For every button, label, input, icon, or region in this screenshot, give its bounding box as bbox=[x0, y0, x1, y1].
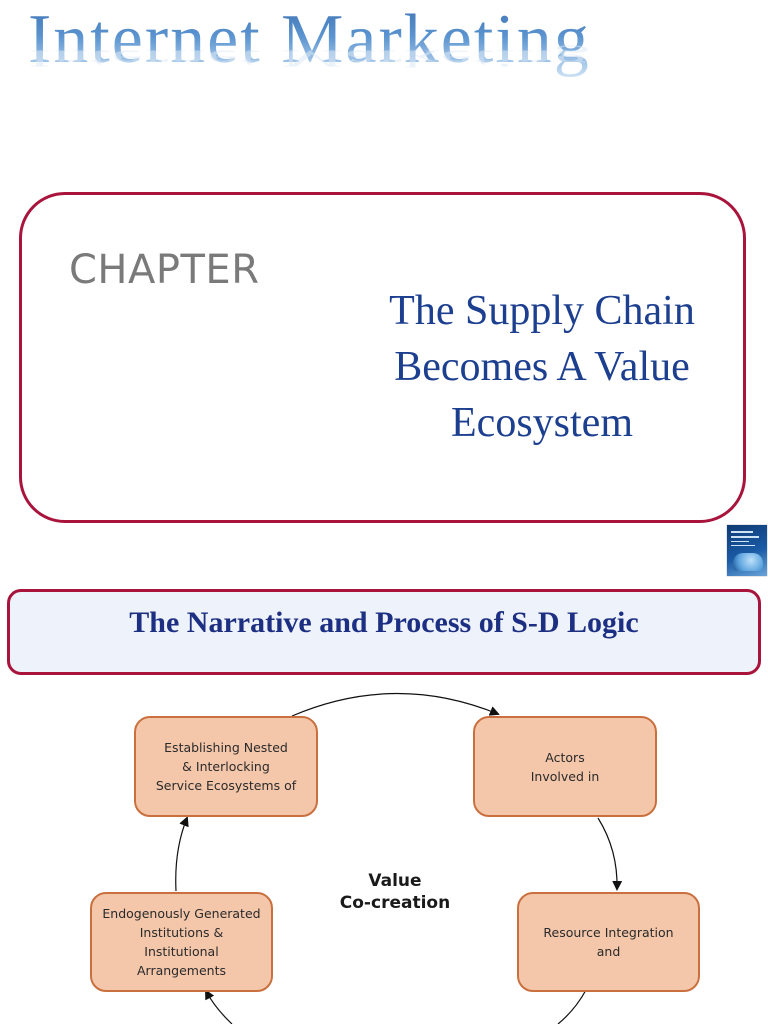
center-label-value-cocreation: Value Co-creation bbox=[339, 871, 451, 913]
arrow-bottom-right bbox=[557, 989, 587, 1024]
page-title-reflection: Internet Marketing bbox=[28, 44, 591, 72]
chapter-box: CHAPTER The Supply Chain Becomes A Value… bbox=[19, 192, 746, 523]
node-nested-ecosystems: Establishing Nested & Interlocking Servi… bbox=[134, 716, 318, 817]
page-title: Internet Marketing bbox=[28, 1, 591, 78]
section-header: The Narrative and Process of S-D Logic bbox=[7, 589, 761, 675]
arrow-left bbox=[175, 816, 189, 892]
arrow-right bbox=[597, 817, 623, 891]
chapter-title: The Supply Chain Becomes A Value Ecosyst… bbox=[389, 288, 695, 446]
book-cover-thumbnail bbox=[727, 525, 767, 576]
chapter-label: CHAPTER bbox=[69, 247, 260, 293]
node-resource-integration: Resource Integration and bbox=[517, 892, 700, 992]
node-actors: Actors Involved in bbox=[473, 716, 657, 817]
header: Internet Marketing Internet Marketing bbox=[0, 0, 768, 120]
node-institutions: Endogenously Generated Institutions & In… bbox=[90, 892, 273, 992]
arrow-top bbox=[291, 692, 500, 717]
arrow-bottom-left bbox=[205, 989, 233, 1024]
section-title: The Narrative and Process of S-D Logic bbox=[129, 606, 639, 639]
